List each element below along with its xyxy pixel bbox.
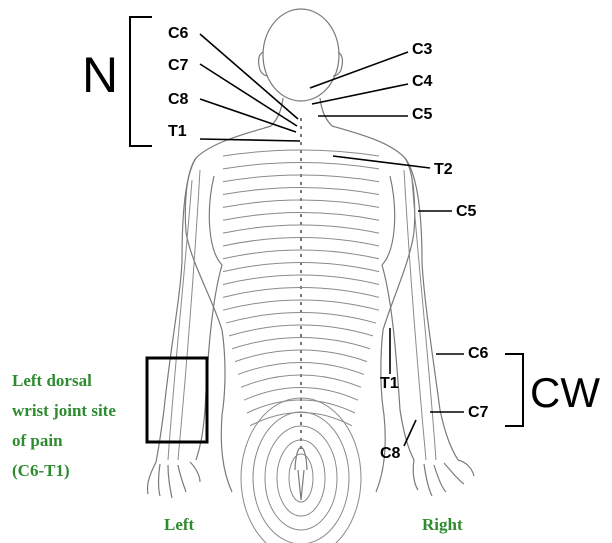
left-hand-outline <box>147 462 200 498</box>
chest-wall-group-label: CW <box>530 372 600 414</box>
label-t1-arm: T1 <box>380 376 399 392</box>
label-c8-neck: C8 <box>168 92 188 108</box>
pain-site-box <box>147 358 207 442</box>
label-t1-neck: T1 <box>168 124 187 140</box>
leader-t1-neck <box>200 139 300 141</box>
pain-annotation: Left dorsal wrist joint site of pain (C6… <box>12 366 116 486</box>
label-c3: C3 <box>412 42 432 58</box>
leader-c3 <box>310 52 408 88</box>
right-arm-outline <box>382 158 458 460</box>
dermatome-band <box>223 300 379 310</box>
pain-annotation-line: wrist joint site <box>12 396 116 426</box>
right-side-label: Right <box>422 510 463 540</box>
dermatome-band <box>226 313 376 324</box>
torso-outline <box>185 126 414 492</box>
neck-bracket <box>130 17 152 146</box>
label-c6-neck: C6 <box>168 26 188 42</box>
leader-t2 <box>333 156 430 168</box>
right-hand-outline <box>413 460 474 496</box>
label-c5-arm: C5 <box>456 204 476 220</box>
label-c7-arm: C7 <box>468 405 488 421</box>
pain-annotation-line: (C6-T1) <box>12 456 116 486</box>
label-t2: T2 <box>434 162 453 178</box>
leader-c6-neck <box>200 34 298 119</box>
arm-dermatome-strip <box>168 180 192 460</box>
scapula-right <box>382 176 395 265</box>
sacral-band <box>277 440 325 516</box>
sacral-band <box>241 398 361 543</box>
left-arm-outline <box>156 158 222 462</box>
scapula-left <box>209 176 222 265</box>
leader-c4 <box>312 84 408 104</box>
label-c4: C4 <box>412 74 432 90</box>
leader-lines <box>200 34 464 446</box>
left-side-label: Left <box>164 510 194 540</box>
arm-dermatome-strip <box>412 180 436 460</box>
head-outline <box>263 9 339 101</box>
pain-annotation-line: Left dorsal <box>12 366 116 396</box>
chest-wall-bracket <box>505 354 523 426</box>
neck-group-label: N <box>82 50 118 100</box>
label-c6-arm: C6 <box>468 346 488 362</box>
sacral-band <box>265 426 337 530</box>
label-c7-neck: C7 <box>168 58 188 74</box>
label-c5-neck: C5 <box>412 107 432 123</box>
label-c8-arm: C8 <box>380 446 400 462</box>
pain-annotation-line: of pain <box>12 426 116 456</box>
leader-c8-arm <box>404 420 416 446</box>
